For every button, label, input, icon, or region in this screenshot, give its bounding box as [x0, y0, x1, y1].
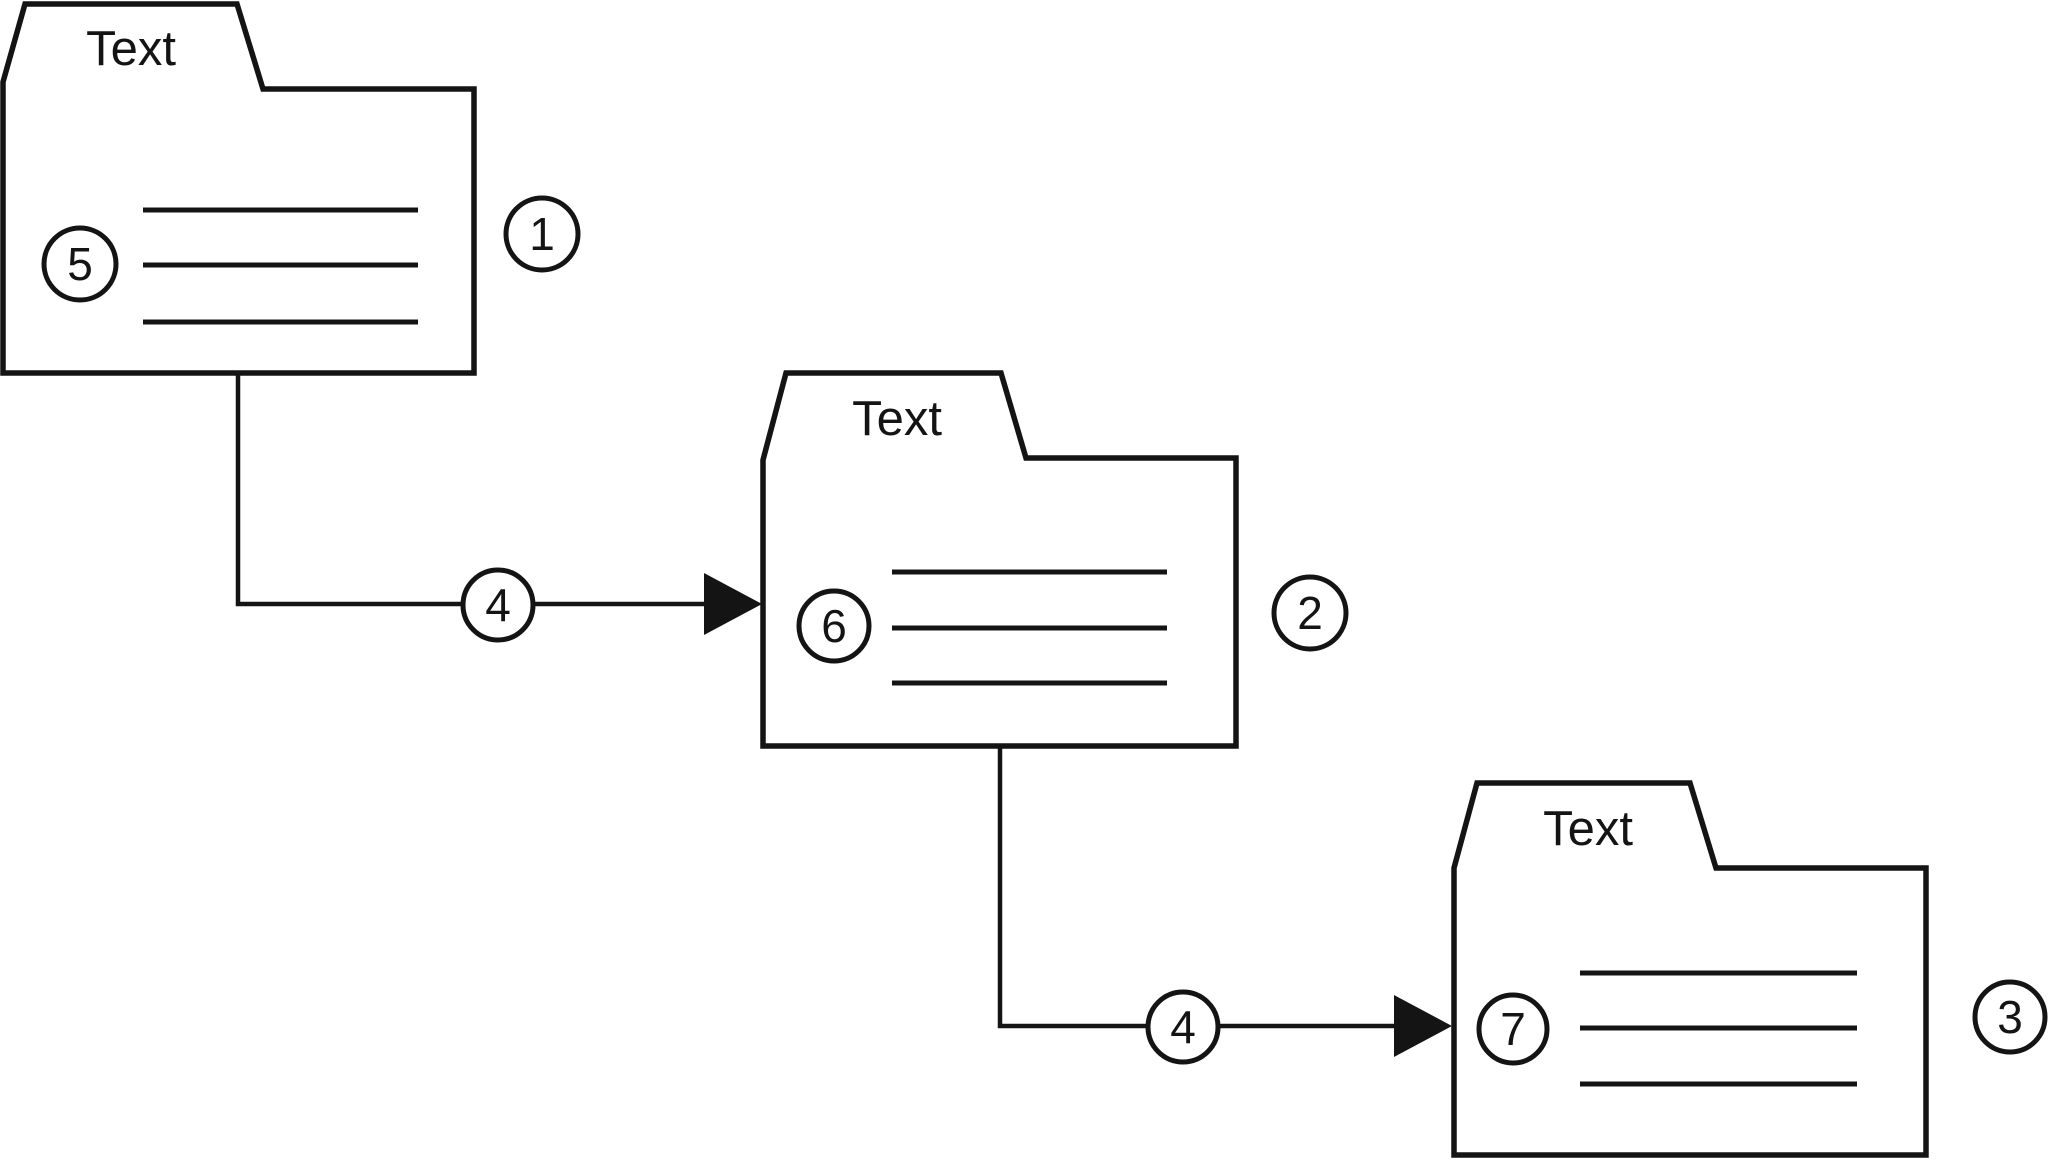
folder-1-inner-badge: 5 — [41, 225, 119, 303]
folder-1-outer-badge: 1 — [503, 195, 581, 273]
folder-2-inner-badge: 6 — [796, 588, 872, 664]
badge-number: 5 — [67, 238, 93, 290]
folder-1: Text 5 1 — [0, 1, 581, 376]
folder-1-shape — [0, 1, 477, 376]
folder-1-text-lines — [143, 207, 418, 325]
badge-number: 6 — [821, 600, 847, 652]
connector-1-2: 4 — [235, 375, 762, 643]
folder-2-text-lines — [892, 569, 1167, 686]
badge-circle — [503, 195, 581, 273]
badge-circle — [41, 225, 119, 303]
connector-arrowhead-icon — [704, 573, 762, 635]
badge-number: 7 — [1500, 1003, 1526, 1055]
edge-badge-number: 4 — [1170, 1001, 1196, 1053]
folder-2: Text 6 2 — [760, 370, 1349, 749]
edge-badge-number: 4 — [485, 579, 511, 631]
badge-number: 2 — [1297, 587, 1323, 639]
badge-number: 1 — [529, 208, 555, 260]
folder-3: Text 7 3 — [1451, 780, 2048, 1158]
badge-circle — [1972, 979, 2048, 1055]
folder-2-shape — [760, 370, 1239, 749]
edge-badge-circle — [1145, 989, 1221, 1065]
connector-arrowhead-icon — [1394, 995, 1452, 1057]
badge-circle — [796, 588, 872, 664]
badge-circle — [1476, 992, 1550, 1066]
badge-circle — [1271, 574, 1349, 652]
folder-3-shape — [1451, 780, 1929, 1158]
folder-3-tab-label: Text — [1543, 802, 1633, 856]
edge-badge-circle — [460, 567, 536, 643]
badge-number: 3 — [1997, 991, 2023, 1043]
connector-line — [235, 375, 708, 607]
folder-3-text-lines — [1580, 970, 1857, 1087]
folder-3-inner-badge: 7 — [1476, 992, 1550, 1066]
connector-2-3: 4 — [997, 748, 1452, 1065]
folder-2-outer-badge: 2 — [1271, 574, 1349, 652]
folder-1-tab-label: Text — [86, 22, 176, 76]
connector-line — [997, 748, 1398, 1029]
folder-3-outer-badge: 3 — [1972, 979, 2048, 1055]
folder-2-tab-label: Text — [852, 392, 942, 446]
